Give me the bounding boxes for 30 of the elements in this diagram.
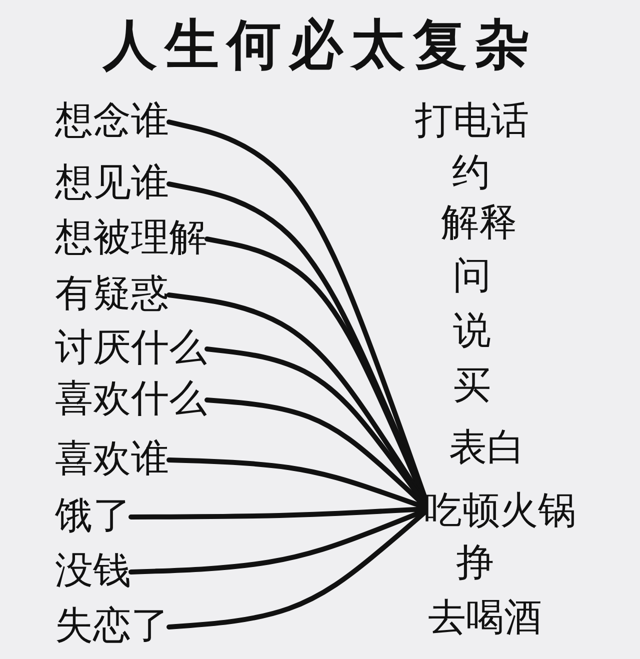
option-text: 表白 bbox=[449, 426, 525, 468]
connector-line bbox=[128, 508, 426, 574]
situation-text: 饿了 bbox=[55, 494, 131, 536]
situation-text: 想见谁 bbox=[55, 161, 169, 203]
situation-text: 失恋了 bbox=[55, 604, 169, 646]
option-text: 说 bbox=[453, 309, 491, 351]
option-text: 打电话 bbox=[415, 99, 529, 141]
option-text: 约 bbox=[452, 151, 490, 193]
situation-text: 讨厌什么 bbox=[55, 326, 207, 368]
title: 人生何必太复杂 bbox=[103, 13, 537, 76]
situation-text: 有疑惑 bbox=[55, 272, 169, 314]
situation-text: 没钱 bbox=[55, 549, 131, 591]
connector-line bbox=[166, 120, 426, 498]
answer-text: 吃顿火锅 bbox=[424, 489, 576, 531]
option-text: 挣 bbox=[456, 541, 494, 583]
situation-text: 想被理解 bbox=[55, 216, 207, 258]
connector-line bbox=[204, 346, 426, 506]
connector-line bbox=[166, 458, 426, 510]
connector-line bbox=[204, 398, 426, 508]
situation-text: 喜欢谁 bbox=[55, 437, 169, 479]
connector-line bbox=[166, 292, 426, 504]
option-text: 问 bbox=[453, 254, 491, 296]
connector-line bbox=[128, 506, 426, 520]
situation-text: 想念谁 bbox=[55, 99, 169, 141]
connector-line bbox=[204, 236, 426, 502]
option-text: 去喝酒 bbox=[428, 596, 542, 638]
option-text: 解释 bbox=[441, 201, 517, 243]
situation-text: 喜欢什么 bbox=[55, 377, 207, 419]
connector-line bbox=[166, 510, 426, 630]
option-text: 买 bbox=[453, 364, 491, 406]
